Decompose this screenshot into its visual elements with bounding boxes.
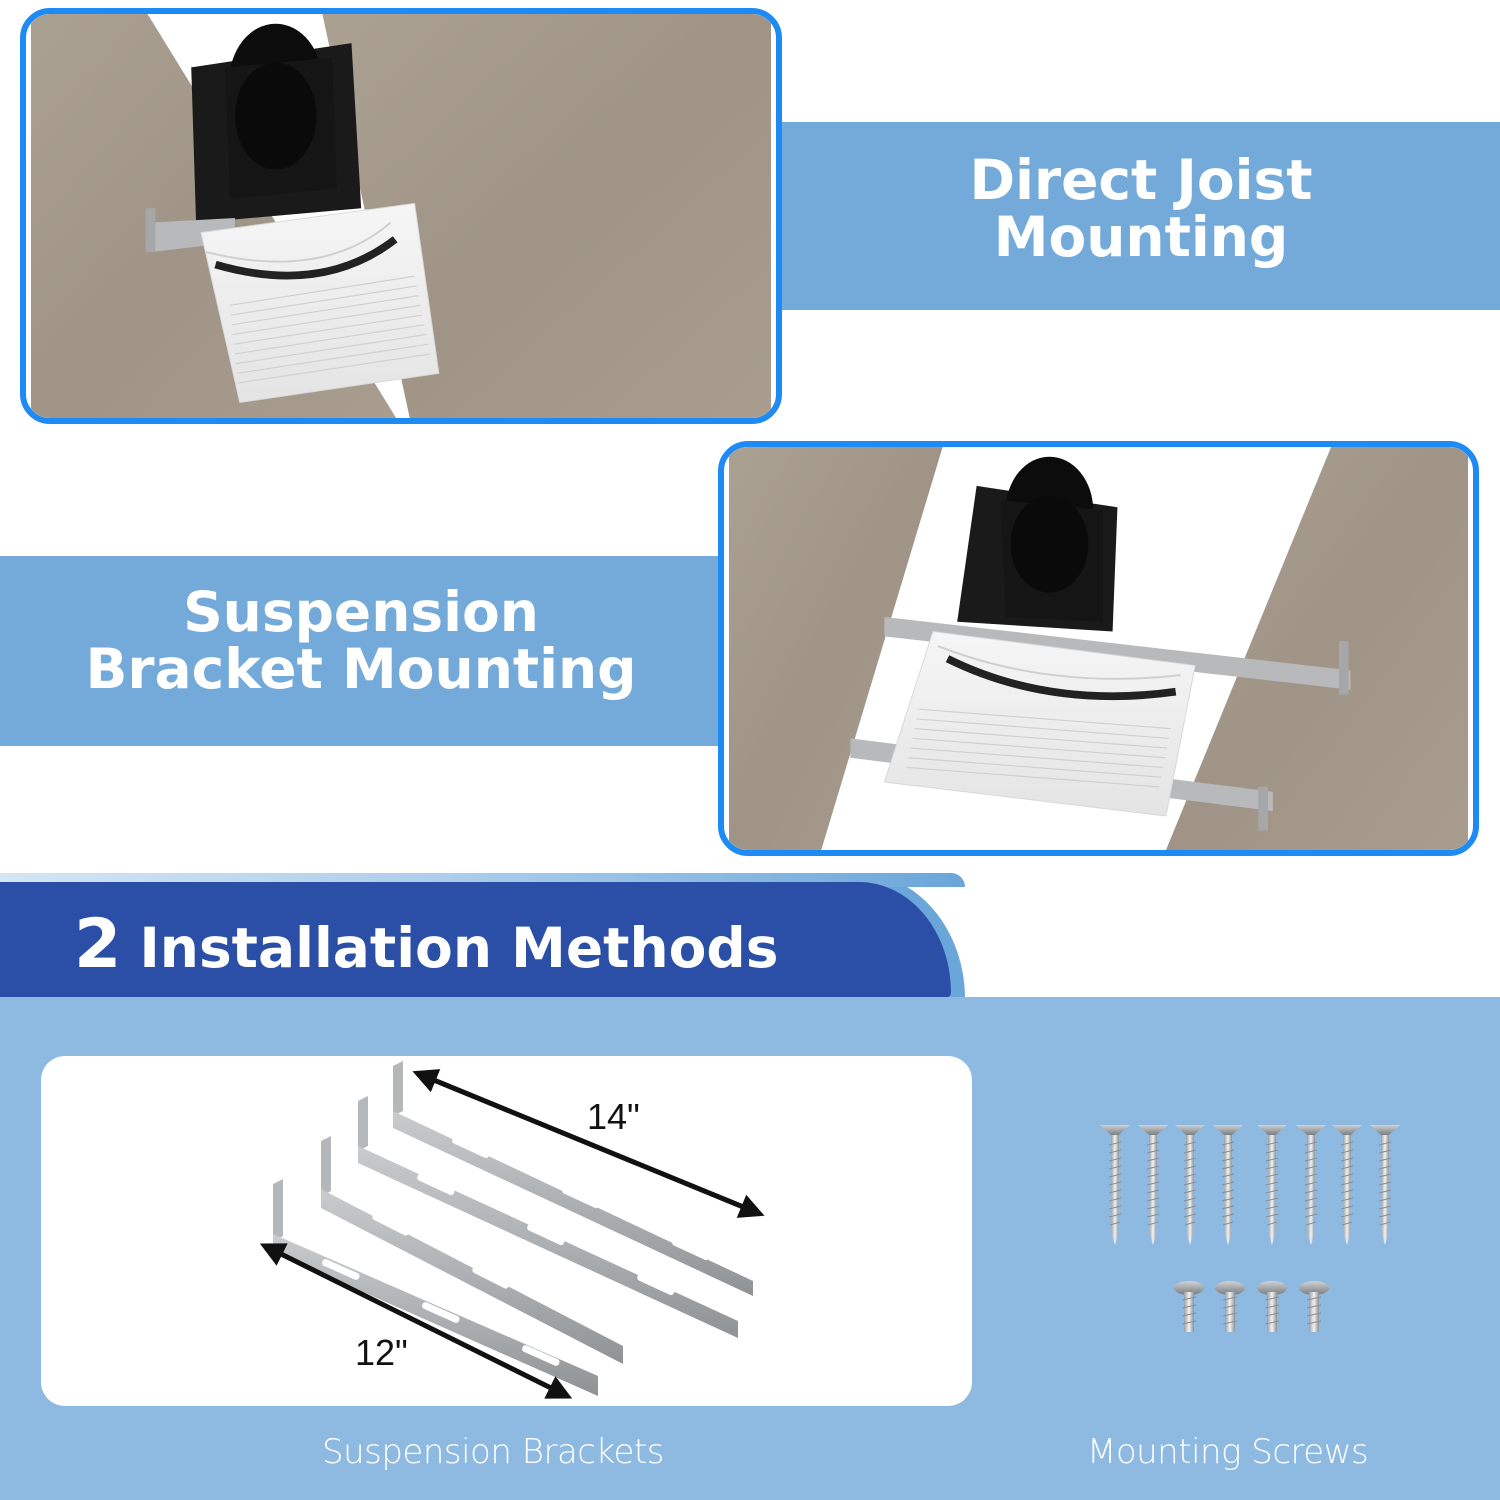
suspension-brackets-caption: Suspension Brackets: [322, 1432, 664, 1472]
suspension-bracket-title-line2: Bracket Mounting: [85, 636, 637, 701]
mounting-screws-caption: Mounting Screws: [1087, 1432, 1369, 1472]
fan-bracket-illustration: [729, 447, 1468, 850]
direct-joist-title-line2: Mounting: [993, 204, 1289, 269]
direct-joist-title-band: Direct Joist Mounting: [782, 122, 1500, 310]
mounting-screws-illustration: [1095, 1120, 1405, 1350]
bracket-length-12: 12": [355, 1332, 408, 1373]
direct-joist-title-line1: Direct Joist: [969, 148, 1313, 212]
fan-joist-illustration: [30, 14, 772, 418]
header-ribbon: [0, 882, 951, 998]
suspension-brackets-illustration: [259, 1061, 765, 1399]
suspension-bracket-title: Suspension Bracket Mounting: [0, 584, 722, 697]
direct-joist-title: Direct Joist Mounting: [782, 152, 1500, 265]
methods-title: Installation Methods: [139, 916, 779, 980]
direct-joist-photo: [20, 8, 782, 424]
suspension-bracket-title-line1: Suspension: [183, 580, 539, 644]
bracket-length-14: 14": [587, 1096, 640, 1137]
suspension-bracket-photo: [718, 441, 1479, 856]
brackets-card: 14" 12": [41, 1056, 972, 1406]
bracket-4: [273, 1179, 598, 1396]
methods-count: 2: [74, 905, 122, 984]
suspension-bracket-title-band: Suspension Bracket Mounting: [0, 556, 722, 746]
installation-methods-heading: 2 Installation Methods: [74, 905, 779, 988]
